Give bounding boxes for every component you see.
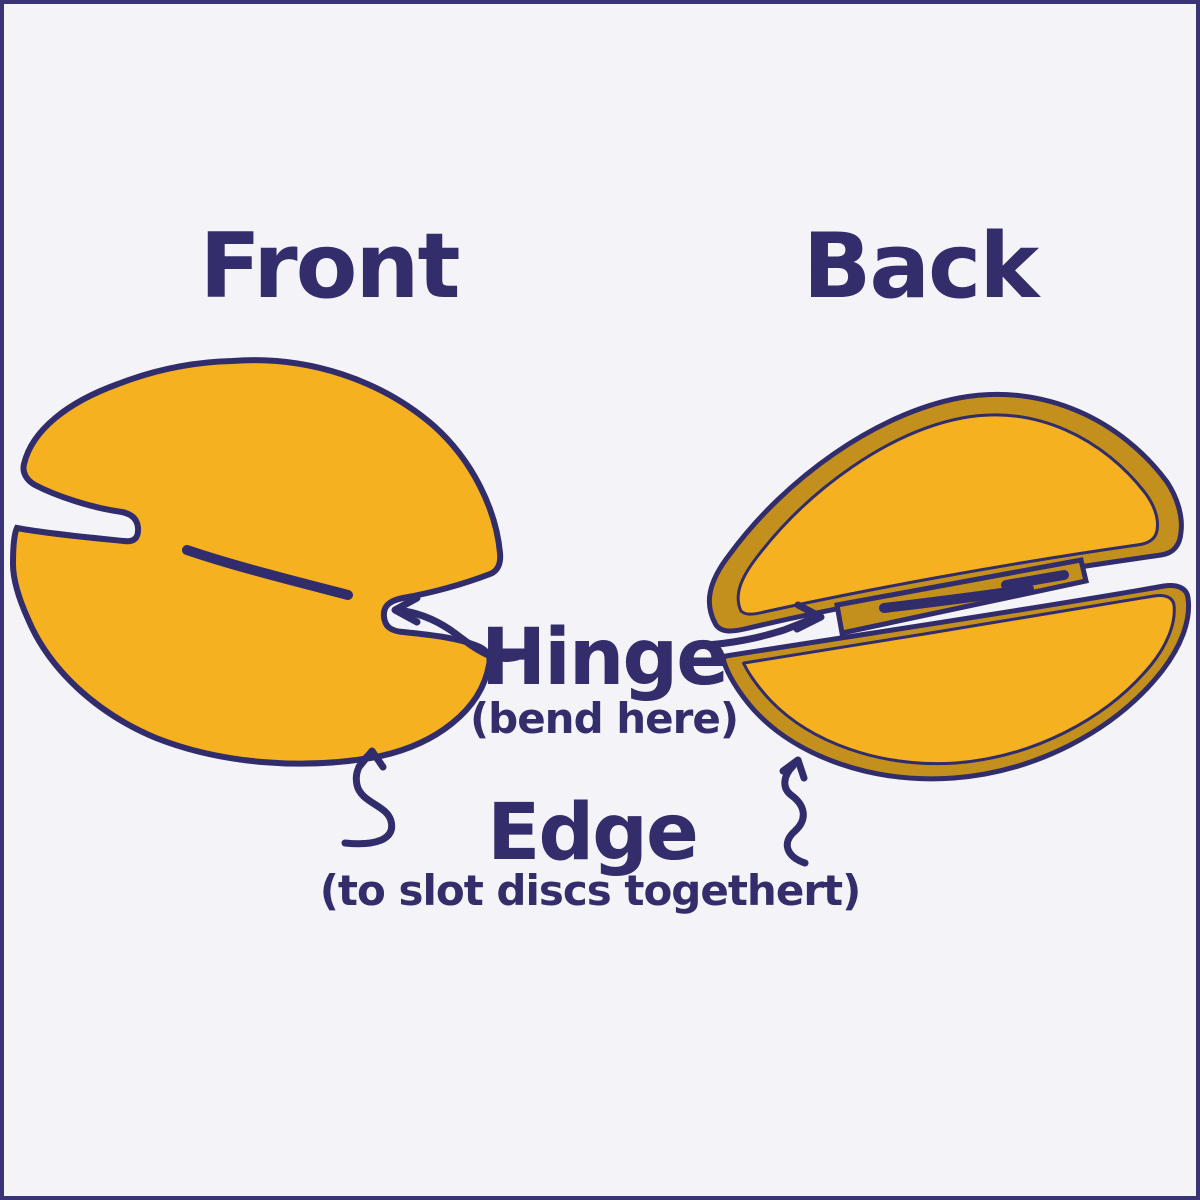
back-disc-lower-face <box>742 594 1176 766</box>
back-disc-upper-face <box>736 413 1160 616</box>
back-disc-hinge-line-short <box>1001 570 1069 590</box>
hinge-sublabel: (bend here) <box>469 694 739 743</box>
edge-label: Edge <box>487 788 699 878</box>
back-disc <box>706 392 1192 782</box>
back-title: Back <box>802 214 1040 319</box>
edge-left-arrow-icon <box>341 747 396 848</box>
annotation-arrows <box>341 594 825 867</box>
hinge-left-arrow-icon <box>391 594 521 662</box>
front-disc-hinge-line <box>182 545 353 600</box>
disc-diagram-artwork <box>9 357 1192 867</box>
front-disc-shape <box>9 357 504 767</box>
edge-right-arrow-icon <box>779 756 809 867</box>
edge-sublabel: (to slot discs togethert) <box>319 866 862 915</box>
back-disc-hinge-line-long <box>879 584 1034 613</box>
front-disc <box>9 357 504 767</box>
front-title: Front <box>199 214 460 319</box>
hinge-right-arrow-icon <box>700 601 825 649</box>
hinge-label: Hinge <box>480 613 729 703</box>
